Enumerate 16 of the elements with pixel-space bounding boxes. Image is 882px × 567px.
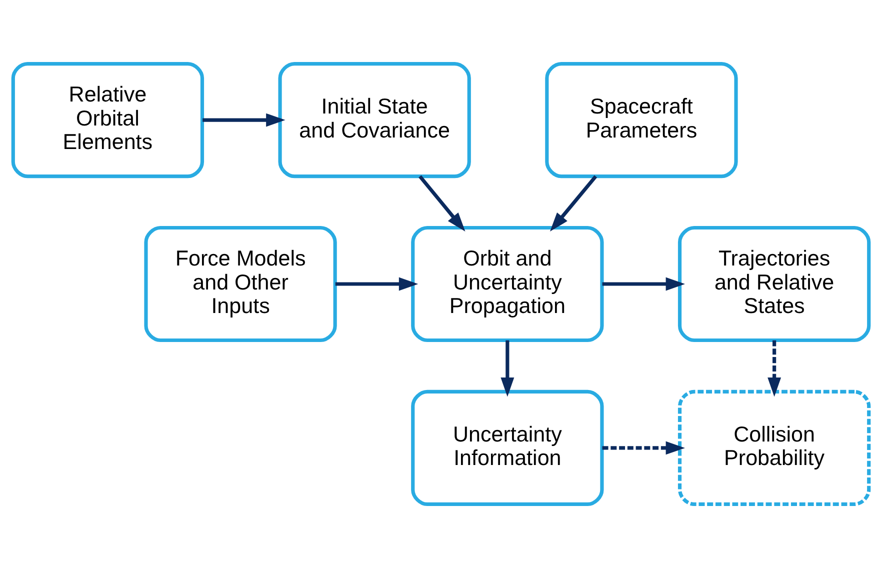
node-box: Orbit and Uncertainty Propagation — [411, 225, 604, 342]
arrow — [550, 174, 598, 232]
node-box: Relative Orbital Elements — [11, 61, 204, 178]
node-box: Uncertainty Information — [411, 389, 604, 506]
node-box: Force Models and Other Inputs — [144, 225, 337, 342]
node-box: Collision Probability — [678, 389, 871, 506]
arrow — [602, 440, 685, 454]
arrow — [335, 276, 418, 290]
node-box: Spacecraft Parameters — [545, 61, 738, 178]
node-box: Trajectories and Relative States — [678, 225, 871, 342]
node-box: Initial State and Covariance — [278, 61, 471, 178]
arrow — [500, 340, 514, 396]
arrow — [602, 276, 685, 290]
arrow — [768, 340, 782, 396]
arrow — [202, 112, 286, 126]
arrow — [418, 174, 466, 232]
